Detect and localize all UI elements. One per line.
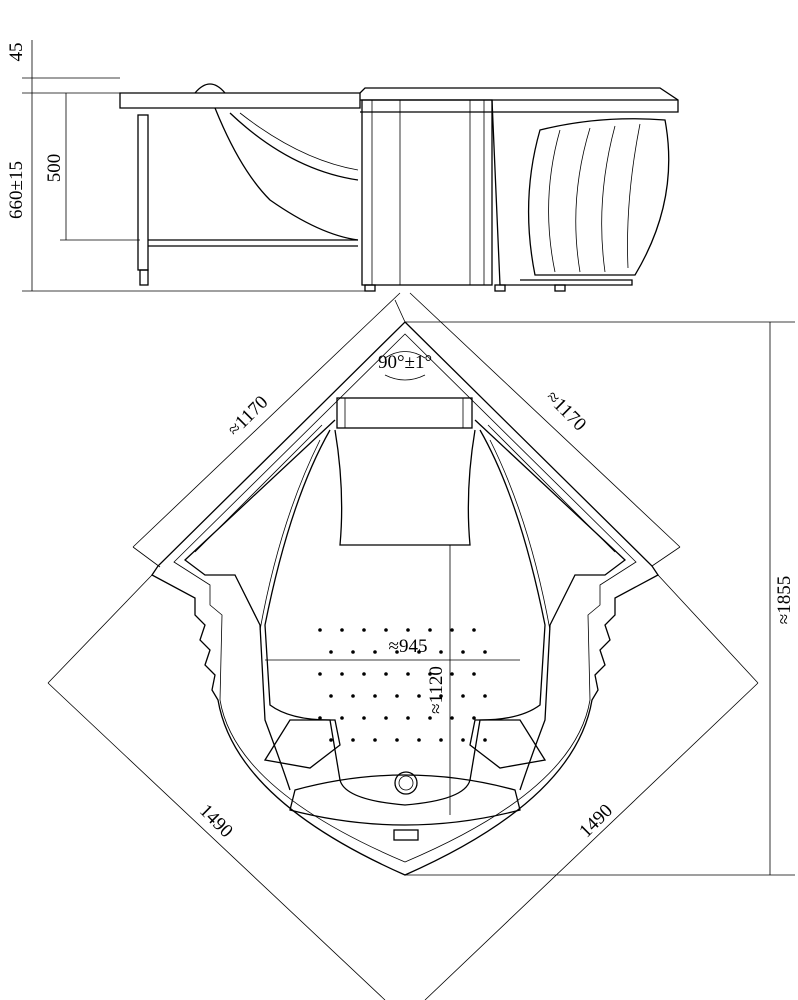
jet-dot bbox=[450, 716, 454, 720]
jet-dot bbox=[329, 650, 333, 654]
jet-dot bbox=[395, 650, 399, 654]
jet-dot bbox=[461, 694, 465, 698]
jet-dot bbox=[373, 694, 377, 698]
jet-dot bbox=[340, 672, 344, 676]
dim-side-right-label: ≈1170 bbox=[542, 387, 591, 436]
jet-dot bbox=[439, 650, 443, 654]
jet-dot bbox=[472, 672, 476, 676]
jet-dot bbox=[406, 672, 410, 676]
jet-dot bbox=[318, 672, 322, 676]
jet-dot bbox=[340, 628, 344, 632]
dim-diag-left-label: 1490 bbox=[195, 800, 237, 842]
jet-dot bbox=[384, 628, 388, 632]
jet-dot bbox=[340, 716, 344, 720]
jet-dot bbox=[461, 650, 465, 654]
top-view: ≈1170 ≈1170 90°±1° ≈945 ≈1120 ≈1855 1490… bbox=[47, 292, 795, 1000]
jet-dot bbox=[362, 628, 366, 632]
jet-dot bbox=[417, 650, 421, 654]
jet-dot bbox=[406, 716, 410, 720]
jet-dot bbox=[351, 738, 355, 742]
jet-dot bbox=[362, 672, 366, 676]
jet-dot bbox=[417, 694, 421, 698]
dim-rim-label: 45 bbox=[6, 43, 27, 62]
dim-inner-width-label: ≈945 bbox=[389, 636, 428, 657]
jet-dot bbox=[406, 628, 410, 632]
jet-dot bbox=[472, 716, 476, 720]
dim-side-left-label: ≈1170 bbox=[224, 392, 273, 441]
dim-diag-right-label: 1490 bbox=[575, 800, 617, 842]
jet-dot bbox=[373, 650, 377, 654]
massage-jets bbox=[318, 628, 487, 742]
side-view: 45 500 660±15 bbox=[6, 40, 679, 292]
jet-dot bbox=[329, 738, 333, 742]
jet-dot bbox=[483, 650, 487, 654]
jet-dot bbox=[395, 694, 399, 698]
jet-dot bbox=[483, 738, 487, 742]
jet-dot bbox=[351, 650, 355, 654]
jet-dot bbox=[472, 628, 476, 632]
dim-depth-label: ≈1855 bbox=[774, 576, 795, 624]
jet-dot bbox=[329, 694, 333, 698]
dim-height-label: 660±15 bbox=[6, 161, 27, 219]
jet-dot bbox=[483, 694, 487, 698]
jet-dot bbox=[384, 672, 388, 676]
jet-dot bbox=[362, 716, 366, 720]
jet-dot bbox=[439, 738, 443, 742]
jet-dot bbox=[428, 672, 432, 676]
jet-dot bbox=[318, 716, 322, 720]
jet-dot bbox=[439, 694, 443, 698]
jet-dot bbox=[318, 628, 322, 632]
jet-dot bbox=[417, 738, 421, 742]
jet-dot bbox=[373, 738, 377, 742]
dim-angle-label: 90°±1° bbox=[378, 352, 432, 373]
dim-inner-length-label: ≈1120 bbox=[426, 666, 447, 714]
jet-dot bbox=[428, 716, 432, 720]
jet-dot bbox=[461, 738, 465, 742]
jet-dot bbox=[351, 694, 355, 698]
jet-dot bbox=[450, 628, 454, 632]
jet-dot bbox=[428, 628, 432, 632]
jet-dot bbox=[384, 716, 388, 720]
dim-seat-label: 500 bbox=[44, 154, 65, 183]
jet-dot bbox=[450, 672, 454, 676]
jet-dot bbox=[395, 738, 399, 742]
